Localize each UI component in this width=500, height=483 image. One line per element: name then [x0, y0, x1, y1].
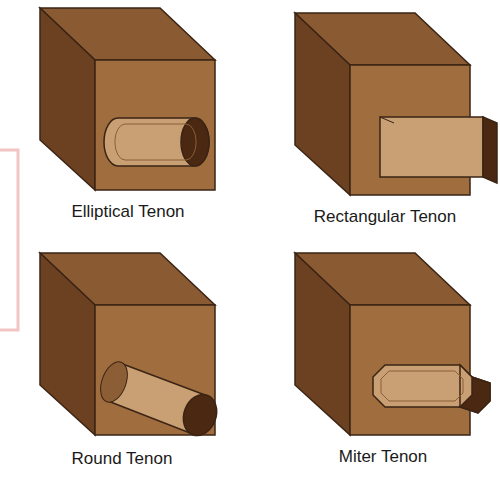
- miter-tenon-figure: [295, 253, 490, 435]
- figure-caption: Elliptical Tenon: [71, 202, 184, 222]
- figure-caption: Miter Tenon: [339, 447, 428, 467]
- watermark-frame: [0, 150, 18, 330]
- figure-caption: Rectangular Tenon: [314, 207, 456, 227]
- figure-caption: Round Tenon: [72, 449, 173, 469]
- round-tenon-figure: [40, 253, 222, 440]
- elliptical-tenon-figure: [40, 8, 215, 190]
- rectangular-tenon-figure: [295, 13, 497, 195]
